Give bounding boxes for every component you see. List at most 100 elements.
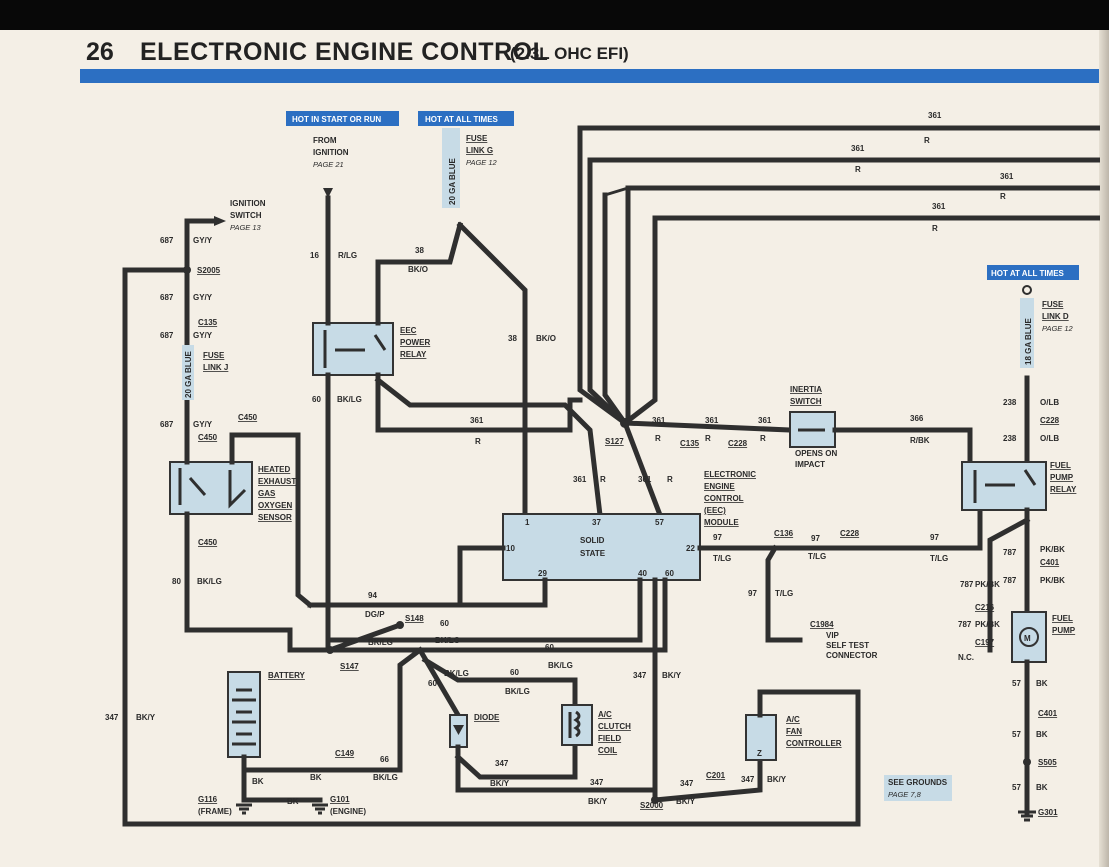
svg-text:C149: C149 — [335, 749, 355, 758]
svg-text:SENSOR: SENSOR — [258, 513, 292, 522]
svg-text:S2005: S2005 — [197, 266, 221, 275]
svg-text:787: 787 — [958, 620, 972, 629]
svg-text:RELAY: RELAY — [400, 350, 427, 359]
svg-text:60: 60 — [440, 619, 449, 628]
svg-text:PK/BK: PK/BK — [1040, 545, 1065, 554]
svg-text:S2000: S2000 — [640, 801, 664, 810]
svg-text:LINK D: LINK D — [1042, 312, 1069, 321]
svg-text:97: 97 — [713, 533, 722, 542]
svg-text:T/LG: T/LG — [775, 589, 793, 598]
hego-element — [178, 468, 247, 509]
svg-text:361: 361 — [705, 416, 719, 425]
svg-text:GY/Y: GY/Y — [193, 420, 213, 429]
svg-text:GY/Y: GY/Y — [193, 236, 213, 245]
svg-text:361: 361 — [928, 111, 942, 120]
hot-start-run-tag: HOT IN START OR RUN — [286, 111, 399, 126]
svg-text:C450: C450 — [238, 413, 258, 422]
svg-text:M: M — [1024, 634, 1031, 643]
svg-text:HEATED: HEATED — [258, 465, 291, 474]
svg-text:G301: G301 — [1038, 808, 1058, 817]
svg-text:BK/Y: BK/Y — [588, 797, 608, 806]
svg-text:BK/LG: BK/LG — [435, 636, 460, 645]
svg-text:A/C: A/C — [786, 715, 800, 724]
svg-text:347: 347 — [495, 759, 509, 768]
svg-text:(EEC): (EEC) — [704, 506, 726, 515]
svg-text:G101: G101 — [330, 795, 350, 804]
svg-text:C450: C450 — [198, 433, 218, 442]
svg-text:PAGE 7,8: PAGE 7,8 — [888, 790, 922, 799]
svg-text:PUMP: PUMP — [1050, 473, 1074, 482]
fuel-pump-box — [1011, 611, 1047, 663]
hot-all-times-tag: HOT AT ALL TIMES — [418, 111, 514, 126]
svg-text:C401: C401 — [1040, 558, 1060, 567]
svg-text:PK/BK: PK/BK — [1040, 576, 1065, 585]
svg-text:FUSE: FUSE — [203, 351, 225, 360]
svg-text:57: 57 — [1012, 679, 1021, 688]
fuse-link-d-terminal — [1022, 285, 1032, 295]
svg-text:BK/Y: BK/Y — [136, 713, 156, 722]
splice-s505 — [1023, 758, 1031, 766]
svg-text:DIODE: DIODE — [474, 713, 500, 722]
svg-text:SOLID: SOLID — [580, 536, 605, 545]
ground-g116-symbol — [236, 803, 252, 815]
svg-text:BK: BK — [310, 773, 322, 782]
svg-text:R: R — [600, 475, 606, 484]
svg-text:PAGE 12: PAGE 12 — [1042, 324, 1074, 333]
svg-text:57: 57 — [655, 518, 664, 527]
wire-687-column — [122, 218, 217, 827]
fuse-link-d-wire-box — [1020, 298, 1034, 368]
svg-text:BK/O: BK/O — [536, 334, 556, 343]
svg-text:STATE: STATE — [580, 549, 606, 558]
svg-text:238: 238 — [1003, 434, 1017, 443]
svg-text:OXYGEN: OXYGEN — [258, 501, 292, 510]
svg-text:O/LB: O/LB — [1040, 434, 1059, 443]
wire-361-bus — [577, 125, 1100, 427]
eec-module-box — [502, 513, 701, 581]
svg-text:97: 97 — [811, 534, 820, 543]
svg-text:FIELD: FIELD — [598, 734, 621, 743]
svg-text:HOT IN START OR RUN: HOT IN START OR RUN — [292, 115, 381, 124]
svg-text:SEE GROUNDS: SEE GROUNDS — [888, 778, 948, 787]
svg-text:687: 687 — [160, 420, 174, 429]
svg-text:EXHAUST: EXHAUST — [258, 477, 296, 486]
svg-text:1: 1 — [525, 518, 530, 527]
page-subtitle: (2.3L OHC EFI) — [510, 44, 629, 63]
svg-text:T/LG: T/LG — [930, 554, 948, 563]
svg-text:347: 347 — [741, 775, 755, 784]
svg-text:A/C: A/C — [598, 710, 612, 719]
svg-text:(FRAME): (FRAME) — [198, 807, 232, 816]
svg-text:Z: Z — [757, 749, 762, 758]
svg-text:C201: C201 — [706, 771, 726, 780]
svg-text:C197: C197 — [975, 638, 995, 647]
svg-text:T/LG: T/LG — [808, 552, 826, 561]
svg-text:R: R — [1000, 192, 1006, 201]
splice-s2005 — [183, 266, 191, 274]
svg-text:BK/LG: BK/LG — [337, 395, 362, 404]
svg-text:361: 361 — [1000, 172, 1014, 181]
svg-text:347: 347 — [680, 779, 694, 788]
svg-text:60: 60 — [312, 395, 321, 404]
svg-text:347: 347 — [633, 671, 647, 680]
svg-text:BK/LG: BK/LG — [368, 638, 393, 647]
fuel-pump-motor — [1019, 627, 1039, 647]
svg-text:687: 687 — [160, 293, 174, 302]
svg-text:GAS: GAS — [258, 489, 276, 498]
svg-text:C450: C450 — [198, 538, 218, 547]
svg-text:POWER: POWER — [400, 338, 430, 347]
see-grounds-box — [884, 775, 952, 801]
ignition-feed-arrow — [323, 188, 333, 198]
svg-text:C1984: C1984 — [810, 620, 834, 629]
svg-text:29: 29 — [538, 569, 547, 578]
svg-text:PK/BK: PK/BK — [975, 620, 1000, 629]
svg-text:687: 687 — [160, 236, 174, 245]
svg-text:R: R — [667, 475, 673, 484]
svg-text:RELAY: RELAY — [1050, 485, 1077, 494]
svg-text:BK/Y: BK/Y — [676, 797, 696, 806]
svg-text:57: 57 — [1012, 730, 1021, 739]
ac-clutch-coil — [568, 710, 581, 738]
svg-text:BK: BK — [1036, 730, 1048, 739]
svg-text:361: 361 — [573, 475, 587, 484]
svg-text:ELECTRONIC: ELECTRONIC — [704, 470, 756, 479]
svg-text:10: 10 — [506, 544, 515, 553]
